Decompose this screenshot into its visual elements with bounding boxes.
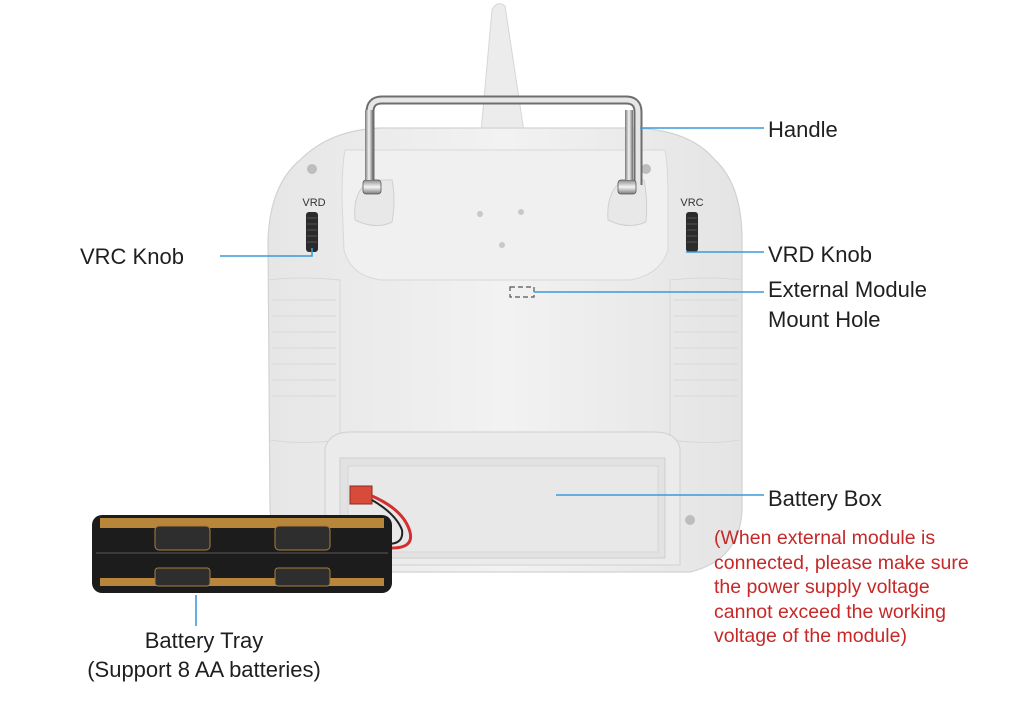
top-panel bbox=[341, 149, 669, 281]
battery-tray-label-line2: (Support 8 AA batteries) bbox=[87, 657, 321, 682]
battery-wire-black bbox=[371, 499, 404, 545]
external-module-label-line2: Mount Hole bbox=[768, 307, 881, 332]
left-dial-label: VRD bbox=[302, 197, 325, 209]
warning-line: voltage of the module) bbox=[714, 625, 907, 647]
warning-line: (When external module is bbox=[714, 527, 936, 549]
screw-hole bbox=[685, 515, 695, 525]
right-dial-label: VRC bbox=[680, 197, 703, 209]
battery-box-recess bbox=[347, 465, 659, 553]
battery-tray-label-line1: Battery Tray bbox=[144, 628, 264, 653]
battery-wire-red bbox=[371, 494, 413, 550]
screw-hole bbox=[518, 209, 524, 215]
left-grip bbox=[267, 277, 341, 443]
screw-hole bbox=[477, 211, 483, 217]
external-module-label-line1: External Module bbox=[768, 277, 927, 302]
vrc-knob-label: VRC Knob bbox=[80, 244, 184, 269]
vrc-knob-leader bbox=[220, 248, 313, 257]
handle bbox=[362, 95, 643, 195]
vrd-knob-label: VRD Knob bbox=[768, 242, 872, 267]
warning-line: cannot exceed the working bbox=[714, 600, 946, 623]
vrd-dial-ridges bbox=[307, 217, 317, 243]
vrc-dial-ridges bbox=[687, 217, 697, 243]
battery-connector bbox=[349, 485, 373, 505]
right-handle-mount bbox=[607, 179, 648, 226]
right-grip bbox=[669, 277, 743, 443]
screw-hole bbox=[641, 164, 651, 174]
battery-box-label: Battery Box bbox=[768, 486, 882, 511]
warning-line: the power supply voltage bbox=[714, 576, 930, 598]
screw-hole bbox=[499, 242, 505, 248]
leader-lines bbox=[195, 127, 764, 626]
antenna bbox=[480, 3, 525, 133]
external-module-warning: (When external module is connected, plea… bbox=[714, 526, 969, 649]
battery-tray bbox=[92, 515, 392, 593]
handle-label: Handle bbox=[768, 117, 838, 142]
warning-line: connected, please make sure bbox=[714, 551, 969, 574]
screw-hole bbox=[307, 164, 317, 174]
